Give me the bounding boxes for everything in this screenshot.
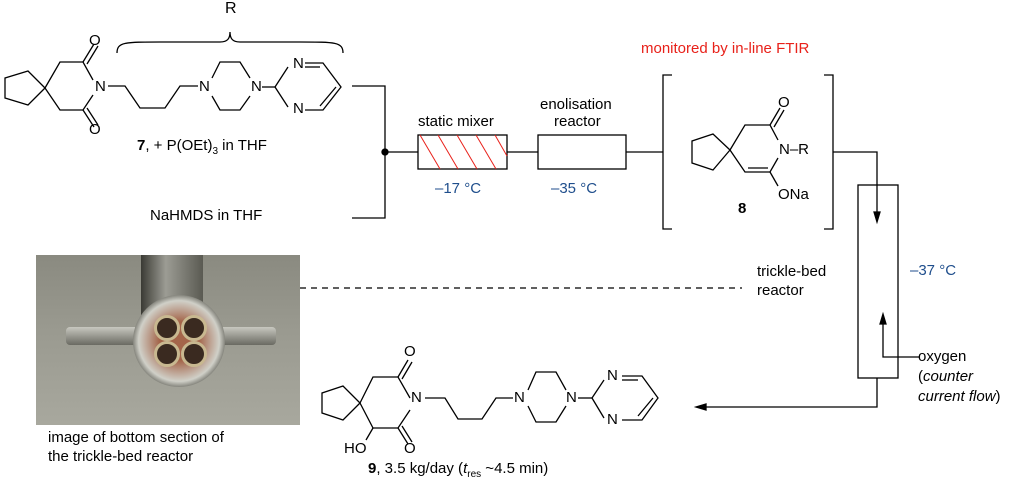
n-r-label: N–R xyxy=(779,141,810,158)
atom-ho: HO xyxy=(344,440,367,457)
intermediate-number: 8 xyxy=(738,200,747,217)
counter-text: counter xyxy=(923,368,974,385)
counter-flow-label-2: current flow) xyxy=(918,388,1001,406)
product-label: 9, 3.5 kg/day (tres ~4.5 min) xyxy=(368,460,548,484)
atom-n: N xyxy=(607,411,618,428)
residence-time: ~4.5 min) xyxy=(481,460,549,477)
trickle-bed-reactor-box xyxy=(857,184,899,379)
atom-n: N xyxy=(95,78,106,95)
atom-n: N xyxy=(566,389,577,406)
feed-2-label: NaHMDS in THF xyxy=(150,207,263,224)
reactor-end-flange xyxy=(133,295,225,387)
static-mixer-box xyxy=(417,134,508,170)
temp-static-mixer: –17 °C xyxy=(435,180,482,197)
product-rate: , 3.5 kg/day ( xyxy=(376,460,464,477)
feed-1-solvent: in THF xyxy=(218,137,267,154)
oxygen-label: oxygen xyxy=(918,348,967,365)
atom-o: O xyxy=(89,121,101,138)
atom-n: N xyxy=(251,78,262,95)
compound-number: 9 xyxy=(368,460,377,477)
atom-o: O xyxy=(404,440,416,457)
atom-n: N xyxy=(411,389,422,406)
current-flow-text: current flow xyxy=(918,388,996,405)
enolisation-label-2: reactor xyxy=(554,113,601,130)
enolisation-label-1: enolisation xyxy=(540,96,612,113)
t-symbol: t xyxy=(463,460,468,477)
paren: ) xyxy=(995,388,1001,405)
atom-n: N xyxy=(607,367,618,384)
mixer-hatch xyxy=(419,134,508,170)
temp-enolisation: –35 °C xyxy=(551,180,598,197)
tube-opening xyxy=(181,315,207,341)
atom-n: N xyxy=(199,78,210,95)
tube-opening xyxy=(181,341,207,367)
atom-o: O xyxy=(404,343,416,360)
feed-1-text: , + P(OEt) xyxy=(145,137,213,154)
intermediate-8-structure xyxy=(691,107,785,187)
junction-point xyxy=(381,148,389,156)
atom-n: N xyxy=(293,55,304,72)
tube-opening xyxy=(154,341,180,367)
atom-n: N xyxy=(293,100,304,117)
photo-caption-1: image of bottom section of xyxy=(48,429,224,446)
product-9-structure xyxy=(321,359,659,445)
photo-caption-2: the trickle-bed reactor xyxy=(48,448,194,465)
tube-opening xyxy=(154,315,180,341)
compound-number: 7 xyxy=(137,137,146,154)
compound-7-structure xyxy=(4,31,344,128)
counter-flow-label-1: (counter xyxy=(918,368,973,386)
paren: ( xyxy=(918,368,923,385)
reactor-photo xyxy=(36,255,300,425)
feed-1-label: 7, + P(OEt)3 in THF xyxy=(137,137,267,161)
trickle-label-2: reactor xyxy=(757,282,804,299)
static-mixer-label: static mixer xyxy=(418,113,494,130)
enolisation-reactor-box xyxy=(537,134,627,170)
atom-n: N xyxy=(514,389,525,406)
r-group-label: R xyxy=(225,0,237,17)
trickle-label-1: trickle-bed xyxy=(757,263,827,280)
ona-label: ONa xyxy=(778,186,809,203)
subscript: 3 xyxy=(212,146,219,157)
atom-o: O xyxy=(778,94,790,111)
feed-lines xyxy=(352,85,663,219)
ftir-note: monitored by in-line FTIR xyxy=(641,40,810,57)
atom-o: O xyxy=(89,32,101,49)
subscript: res xyxy=(467,469,482,480)
temp-trickle-bed: –37 °C xyxy=(910,262,957,279)
